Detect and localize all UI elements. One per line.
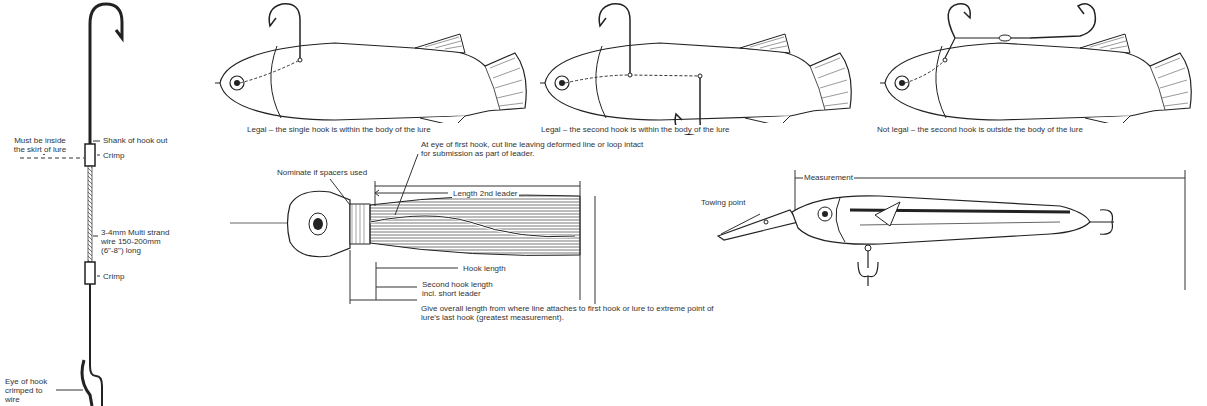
dimension-label: Hook length [462,264,507,273]
part-label: Crimp [102,272,125,281]
part-label: Towing point [700,198,746,207]
caption-label: Legal – the single hook is within the bo… [246,125,432,134]
note-label: Must be inside the skirt of lure [8,136,72,154]
dimension-label: Second hook length incl. short leader [421,280,501,298]
dimension-label: Length 2nd leader [452,189,519,198]
caption-label: Not legal – the second hook is outside t… [876,125,1084,134]
part-label: Crimp [102,151,125,160]
dimension-label: Measurement [803,173,854,182]
instruction-label: At eye of first hook, cut line leaving d… [420,140,652,158]
spec-label: 3-4mm Multi strand wire 150-200mm (6"-8"… [100,228,182,255]
instruction-label: Give overall length from where line atta… [420,304,722,322]
caption-label: Legal – the second hook is within the bo… [540,125,731,134]
part-label: Eye of hook crimped to wire [4,377,56,404]
instruction-label: Nominate if spacers used [276,168,368,177]
part-label: Shank of hook out [102,136,169,145]
